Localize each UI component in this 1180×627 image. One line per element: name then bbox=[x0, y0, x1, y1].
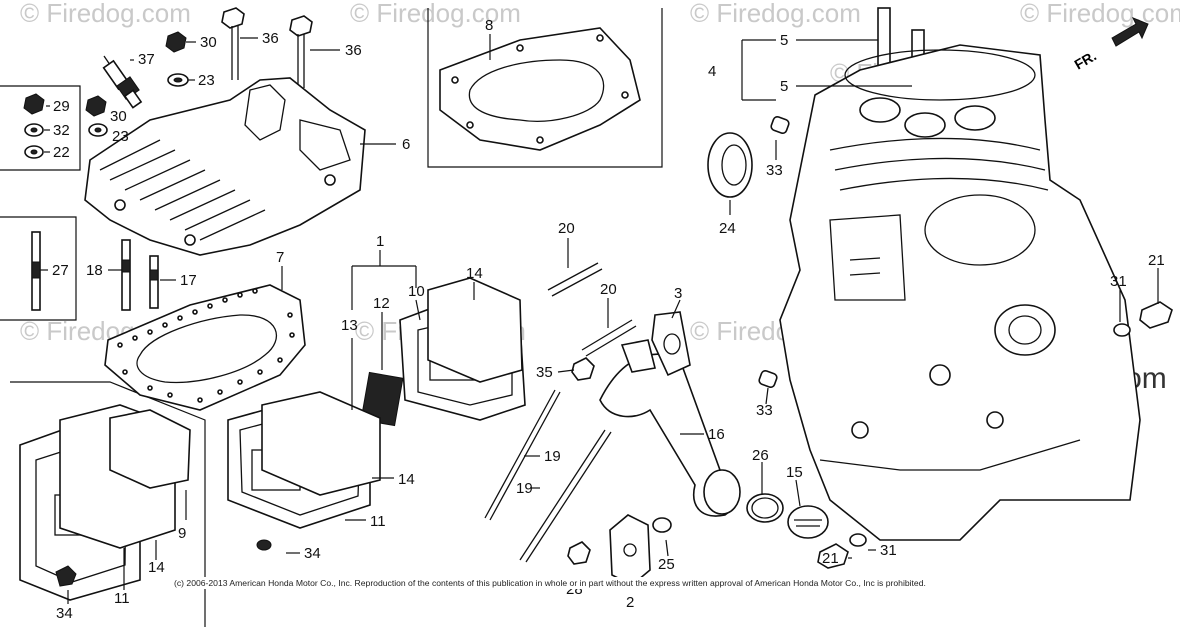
watermark: © Firedog.com bbox=[20, 0, 191, 28]
callout-14: 14 bbox=[148, 559, 165, 576]
part-head-gasket-upper bbox=[439, 27, 641, 151]
callout-33: 33 bbox=[766, 162, 783, 179]
callout-2: 2 bbox=[626, 594, 634, 611]
callout-25: 25 bbox=[658, 556, 675, 573]
callout-30: 30 bbox=[200, 34, 217, 51]
callout-15: 15 bbox=[786, 464, 803, 481]
callout-34: 34 bbox=[56, 605, 73, 622]
part-nuts-washers bbox=[23, 31, 189, 159]
callout-30: 30 bbox=[110, 108, 127, 125]
part-reed-plates-left bbox=[19, 404, 191, 601]
copyright-backdrop bbox=[170, 577, 1010, 589]
callout-14: 14 bbox=[466, 265, 483, 282]
copyright-notice: (c) 2006-2013 American Honda Motor Co., … bbox=[174, 578, 926, 588]
part-head-bolts bbox=[221, 7, 313, 88]
callout-22: 22 bbox=[53, 144, 70, 161]
callout-13: 13 bbox=[341, 317, 358, 334]
callout-10: 10 bbox=[408, 283, 425, 300]
callout-19: 19 bbox=[516, 480, 533, 497]
watermark: © Firedog.com bbox=[690, 0, 861, 28]
group-boxes bbox=[0, 8, 663, 627]
part-cylinder-head bbox=[84, 77, 366, 256]
callout-6: 6 bbox=[402, 136, 410, 153]
callout-32: 32 bbox=[53, 122, 70, 139]
callout-11: 11 bbox=[370, 513, 386, 530]
part-head-gasket-lower bbox=[104, 284, 306, 411]
part-o-rings-caps bbox=[567, 493, 829, 586]
callout-1: 1 bbox=[376, 233, 384, 250]
callout-11: 11 bbox=[114, 590, 130, 607]
callout-9: 9 bbox=[178, 525, 186, 542]
callout-8: 8 bbox=[485, 17, 493, 34]
callout-12: 12 bbox=[373, 295, 390, 312]
part-reed-covers bbox=[227, 391, 381, 551]
callout-24: 24 bbox=[719, 220, 736, 237]
callout-5: 5 bbox=[780, 78, 788, 95]
callout-34: 34 bbox=[304, 545, 321, 562]
leader-lines bbox=[40, 34, 1159, 604]
callout-27: 27 bbox=[52, 262, 69, 279]
callout-18: 18 bbox=[86, 262, 103, 279]
callout-29: 29 bbox=[53, 98, 70, 115]
callout-16: 16 bbox=[708, 426, 725, 443]
part-drain-bolts bbox=[817, 301, 1173, 569]
callout-14: 14 bbox=[398, 471, 415, 488]
front-arrow-icon bbox=[1111, 17, 1149, 47]
callout-26: 26 bbox=[752, 447, 769, 464]
part-reed-valve-group bbox=[344, 277, 526, 427]
callout-20: 20 bbox=[600, 281, 617, 298]
callout-20: 20 bbox=[558, 220, 575, 237]
part-studs bbox=[31, 231, 159, 311]
watermark: © Firedog.com bbox=[350, 0, 521, 28]
callout-7: 7 bbox=[276, 249, 284, 266]
part-intake-manifold bbox=[599, 311, 741, 517]
part-dowel-pins bbox=[758, 116, 790, 388]
callout-labels: 37 30 36 36 23 29 30 32 23 22 6 8 4 5 5 … bbox=[52, 17, 1165, 622]
callout-5: 5 bbox=[780, 32, 788, 49]
callout-37: 37 bbox=[138, 51, 155, 68]
callout-36: 36 bbox=[262, 30, 279, 47]
callout-21: 21 bbox=[822, 550, 839, 567]
callout-36: 36 bbox=[345, 42, 362, 59]
callout-31: 31 bbox=[1110, 273, 1127, 290]
watermark: © Firedog.com bbox=[1020, 0, 1180, 28]
callout-4: 4 bbox=[708, 63, 716, 80]
callout-3: 3 bbox=[674, 285, 682, 302]
callout-23: 23 bbox=[198, 72, 215, 89]
callout-21: 21 bbox=[1148, 252, 1165, 269]
callout-33: 33 bbox=[756, 402, 773, 419]
part-oil-seal bbox=[707, 132, 753, 198]
callout-23: 23 bbox=[112, 128, 129, 145]
callout-19: 19 bbox=[544, 448, 561, 465]
callout-31: 31 bbox=[880, 542, 897, 559]
front-label: FR. bbox=[1072, 47, 1100, 72]
part-spark-plug bbox=[102, 55, 143, 109]
callout-35: 35 bbox=[536, 364, 553, 381]
part-cylinder-block bbox=[779, 7, 1141, 541]
callout-17: 17 bbox=[180, 272, 197, 289]
